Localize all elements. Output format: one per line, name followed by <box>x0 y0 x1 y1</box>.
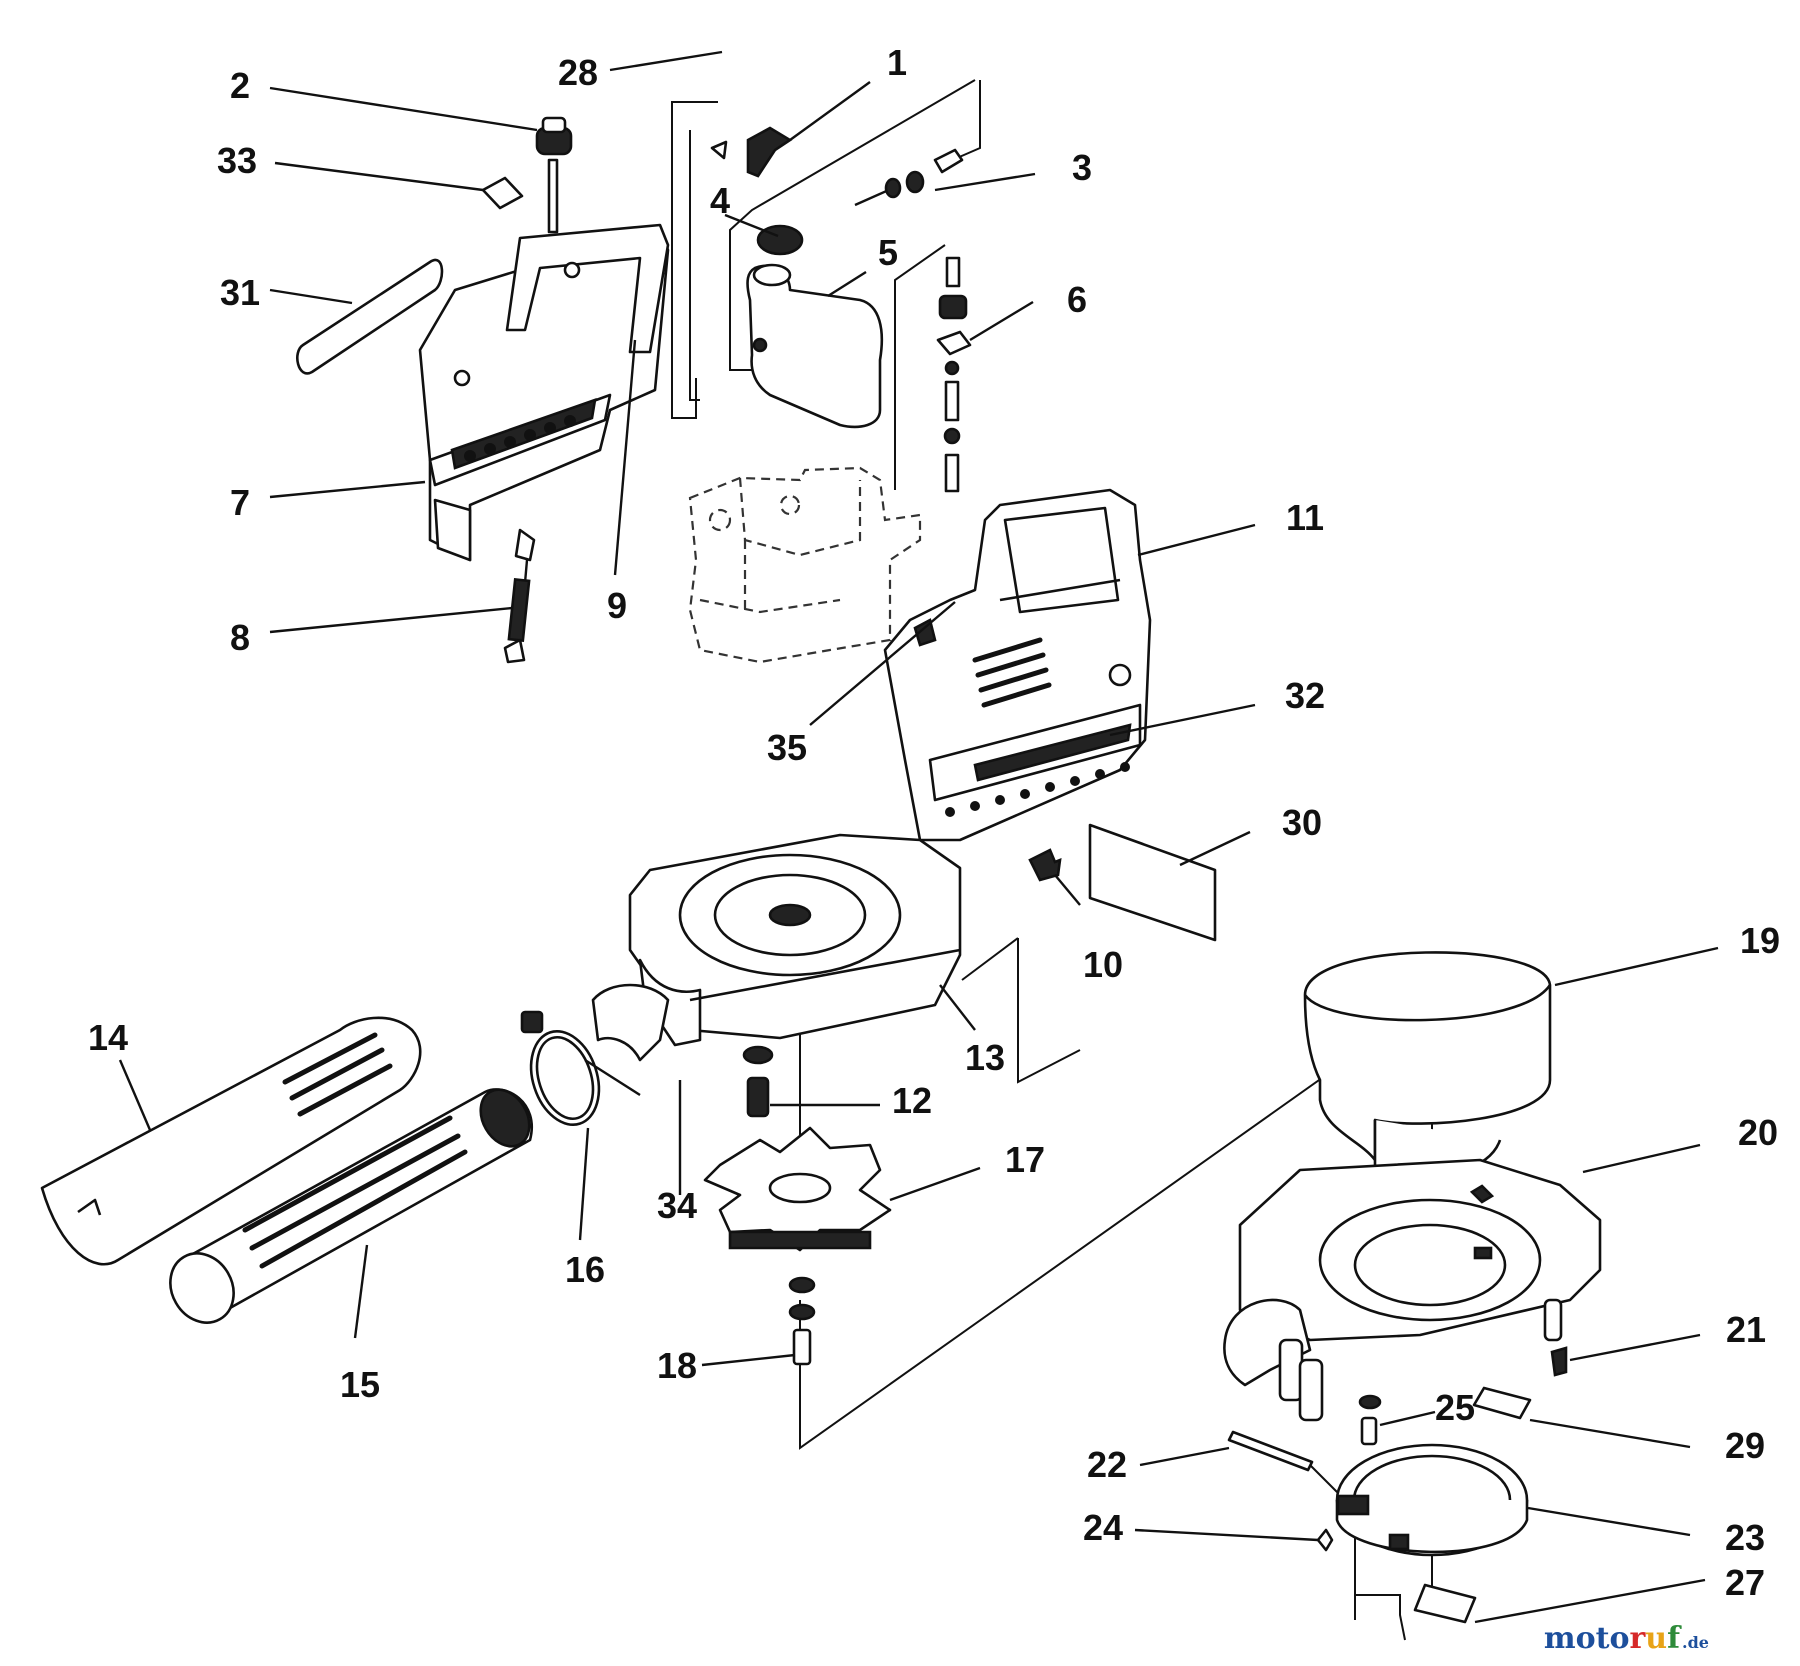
callout-33: 33 <box>217 140 257 181</box>
callout-31: 31 <box>220 272 260 313</box>
throttle-lever <box>746 126 793 178</box>
callout-34: 34 <box>657 1185 697 1226</box>
fuel-cap <box>535 116 573 234</box>
callout-24: 24 <box>1083 1507 1123 1548</box>
callout-labels: 1 2 3 4 5 6 7 8 9 10 11 12 13 14 15 16 1… <box>88 42 1780 1603</box>
nut-washer-12 <box>742 1045 774 1118</box>
clip-24 <box>1316 1528 1334 1552</box>
callout-13: 13 <box>965 1037 1005 1078</box>
screw-10 <box>1028 848 1062 882</box>
screw-washers-3 <box>854 148 964 207</box>
callout-15: 15 <box>340 1364 380 1405</box>
callout-7: 7 <box>230 482 250 523</box>
watermark-letter: f <box>1667 1621 1682 1656</box>
label-29 <box>1472 1386 1532 1420</box>
watermark-letter: t <box>1596 1621 1610 1656</box>
engine-outline <box>688 466 922 664</box>
callout-17: 17 <box>1005 1139 1045 1180</box>
callout-4: 4 <box>710 180 730 221</box>
callout-20: 20 <box>1738 1112 1778 1153</box>
tube-15 <box>169 1088 533 1324</box>
watermark-letter: m <box>1544 1621 1576 1656</box>
callout-8: 8 <box>230 617 250 658</box>
leader-lines <box>118 50 1719 1624</box>
label-27 <box>1413 1583 1477 1624</box>
callout-19: 19 <box>1740 920 1780 961</box>
strip-31 <box>296 258 444 375</box>
watermark-text: motoruf <box>1544 1621 1682 1656</box>
callout-16: 16 <box>565 1249 605 1290</box>
callout-22: 22 <box>1087 1444 1127 1485</box>
callout-27: 27 <box>1725 1562 1765 1603</box>
parts-artwork <box>40 79 1602 1641</box>
front-housing <box>883 488 1152 842</box>
bolt-stack-18 <box>788 1276 816 1366</box>
callout-2: 2 <box>230 65 250 106</box>
screw-25 <box>1358 1394 1382 1446</box>
callout-11: 11 <box>1286 497 1324 538</box>
mount-stack-6 <box>936 256 972 493</box>
watermark-suffix: .de <box>1682 1633 1709 1652</box>
watermark-letter: o <box>1609 1621 1629 1656</box>
watermark-letter: o <box>1576 1621 1596 1656</box>
callout-5: 5 <box>878 232 898 273</box>
callout-18: 18 <box>657 1345 697 1386</box>
label-33 <box>481 176 524 210</box>
callout-10: 10 <box>1083 944 1123 985</box>
pin-22 <box>1227 1430 1314 1472</box>
callout-35: 35 <box>767 727 807 768</box>
callout-14: 14 <box>88 1017 128 1058</box>
watermark-logo: motoruf .de <box>1544 1621 1709 1656</box>
callout-9: 9 <box>607 585 627 626</box>
callout-25: 25 <box>1435 1387 1475 1428</box>
callout-3: 3 <box>1072 147 1092 188</box>
base-housing <box>1223 1158 1602 1422</box>
clamp-16 <box>520 1010 641 1127</box>
callout-23: 23 <box>1725 1517 1765 1558</box>
band-19 <box>1303 951 1552 1178</box>
watermark-letter: u <box>1645 1621 1667 1656</box>
callout-1: 1 <box>887 42 907 83</box>
callout-21: 21 <box>1726 1309 1766 1350</box>
impeller-17 <box>703 1126 892 1252</box>
watermark-letter: r <box>1629 1621 1646 1656</box>
label-30 <box>1088 823 1217 942</box>
callout-29: 29 <box>1725 1425 1765 1466</box>
nozzle-adapter-34 <box>591 983 670 1062</box>
fuel-tank <box>746 263 884 429</box>
callout-12: 12 <box>892 1080 932 1121</box>
blower-housing <box>628 833 962 1047</box>
callout-30: 30 <box>1282 802 1322 843</box>
tube-14 <box>40 1016 422 1266</box>
cover-23 <box>1335 1443 1529 1557</box>
lever-clip <box>710 140 728 160</box>
rear-housing <box>418 223 670 562</box>
callout-6: 6 <box>1067 279 1087 320</box>
callout-28: 28 <box>558 52 598 93</box>
callout-32: 32 <box>1285 675 1325 716</box>
cable-8 <box>503 528 536 664</box>
screw-21 <box>1550 1346 1568 1377</box>
